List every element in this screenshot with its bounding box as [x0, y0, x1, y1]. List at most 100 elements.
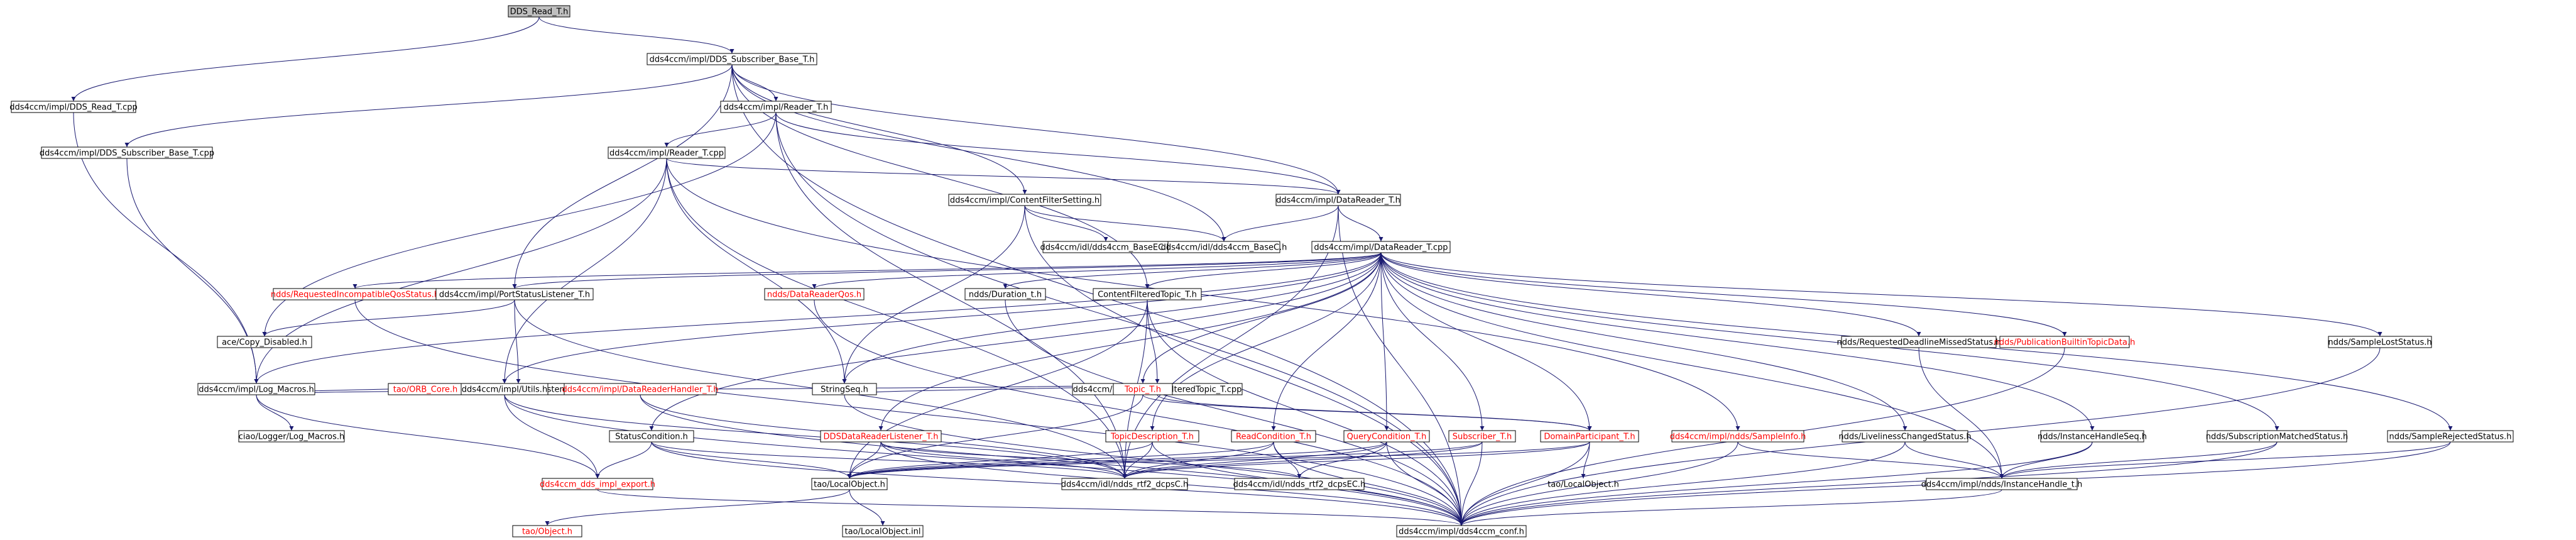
node-ndds-instancehandleseq-h[interactable]: ndds/InstanceHandleSeq.h	[2038, 430, 2147, 443]
edge-req_incompat-to-conf	[354, 299, 1464, 526]
edge-reader_cpp-to-sampleinfo	[666, 158, 1740, 431]
node-stringseq-h[interactable]: StringSeq.h	[812, 383, 877, 395]
node-ciao-logger-log-macros-h[interactable]: ciao/Logger/Log_Macros.h	[238, 430, 345, 443]
edge-dr_h-to-dr_cpp	[1338, 205, 1384, 242]
node-label: ReadCondition_T.h	[1236, 433, 1311, 442]
node-dds4ccm-impl-datareader-t-cpp[interactable]: dds4ccm/impl/DataReader_T.cpp	[1311, 241, 1451, 253]
node-dds4ccm-impl-reader-t-h[interactable]: dds4ccm/impl/Reader_T.h	[720, 101, 832, 113]
node-dds4ccm-idl-dds4ccm-basec-h[interactable]: dds4ccm/idl/dds4ccm_BaseC.h	[1161, 241, 1287, 253]
edge-psl_h-to-psl_cpp	[514, 299, 521, 384]
edge-drh-to-conf	[640, 394, 1464, 526]
node-dds4ccm-idl-dds4ccm-baseec-h[interactable]: dds4ccm/idl/dds4ccm_BaseEC.h	[1040, 241, 1172, 253]
edge-psl_h-to-copy_disabled	[262, 299, 515, 337]
node-topic-t-h[interactable]: Topic_T.h	[1113, 383, 1173, 395]
edge-query_cond-to-tao_lo	[847, 441, 1387, 479]
node-ddsdatareaderlistener-t-h[interactable]: DDSDataReaderListener_T.h	[820, 430, 942, 443]
edge-sub_matched-to-conf	[1459, 441, 2278, 526]
edge-dr_cpp-to-req_deadline	[1380, 252, 1921, 337]
node-statuscondition-h[interactable]: StatusCondition.h	[609, 430, 694, 443]
edge-liveliness-to-ih	[1904, 441, 2004, 479]
node-label: dds4ccm/impl/Utils.h	[462, 385, 547, 395]
node-box	[1275, 194, 1401, 206]
node-dds4ccm-impl-dds4ccm-conf-h[interactable]: dds4ccm/impl/dds4ccm_conf.h	[1396, 525, 1527, 537]
node-dds4ccm-impl-datareaderhandler-t-h[interactable]: dds4ccm/impl/DataReaderHandler_T.h	[562, 383, 719, 395]
edge-cft_h-to-conf	[1147, 299, 1464, 526]
node-dds4ccm-impl-dds-subscriber-base-t-cpp[interactable]: dds4ccm/impl/DDS_Subscriber_Base_T.cpp	[40, 146, 214, 159]
node-querycondition-t-h[interactable]: QueryCondition_T.h	[1343, 430, 1430, 443]
node-dds4ccm-idl-ndds-rtf2-dcpsec-h[interactable]: dds4ccm/idl/ndds_rtf2_dcpsEC.h	[1233, 478, 1366, 490]
edge-dr_cpp-to-read_cond	[1271, 252, 1382, 431]
edge-log_macros-to-ciao_logger	[256, 394, 294, 431]
edge-reader_cpp-to-utils	[502, 158, 667, 384]
node-box	[1061, 478, 1188, 490]
edge-dr_cpp-to-req_incompat	[352, 252, 1382, 289]
edge-read_cond-to-ndds_ec	[1273, 441, 1302, 479]
edge-topic_h-to-dp	[1142, 394, 1592, 431]
node-ndds-sampleloststatus-h[interactable]: ndds/SampleLostStatus.h	[2328, 336, 2432, 348]
edge-ihseq-to-conf	[1459, 441, 2093, 526]
node-label: ndds/SubscriptionMatchedStatus.h	[2206, 433, 2348, 442]
node-ndds-livelinesschangedstatus-h[interactable]: ndds/LivelinessChangedStatus.h	[1838, 430, 1972, 443]
node-ndds-duration-t-h[interactable]: ndds/Duration_t.h	[964, 288, 1046, 300]
node-dds4ccm-impl-utils-h[interactable]: dds4ccm/impl/Utils.h	[461, 383, 548, 395]
node-dds4ccm-impl-dds-subscriber-base-t-h[interactable]: dds4ccm/impl/DDS_Subscriber_Base_T.h	[647, 53, 817, 65]
node-label: DomainParticipant_T.h	[1544, 433, 1635, 442]
node-label: dds4ccm/impl/Reader_T.cpp	[609, 149, 724, 158]
node-box	[1671, 430, 1804, 443]
edge-tao_lo-to-tao_loinl	[849, 489, 885, 526]
node-label: ndds/InstanceHandleSeq.h	[2038, 433, 2147, 442]
edge-ih-to-conf	[1459, 489, 2002, 526]
node-contentfilteredtopic-t-h[interactable]: ContentFilteredTopic_T.h	[1093, 288, 1202, 300]
node-ndds-subscriptionmatchedstatus-h[interactable]: ndds/SubscriptionMatchedStatus.h	[2206, 430, 2348, 443]
node-label: tao/LocalObject.inl	[844, 527, 920, 537]
node-label: dds4ccm/impl/DDS_Subscriber_Base_T.h	[650, 55, 815, 65]
edge-topic_h-to-tao_lo	[847, 394, 1143, 479]
node-label: Subscriber_T.h	[1453, 433, 1512, 442]
node-label: tao/LocalObject.h	[814, 480, 885, 490]
node-box	[608, 146, 726, 159]
node-dds4ccm-impl-ndds-instancehandle-t-h[interactable]: dds4ccm/impl/ndds/InstanceHandle_t.h	[1921, 478, 2082, 490]
node-topicdescription-t-h[interactable]: TopicDescription_T.h	[1105, 430, 1199, 443]
node-box	[542, 478, 653, 490]
node-label: dds4ccm/impl/DDS_Subscriber_Base_T.cpp	[40, 149, 214, 158]
node-ace-copy-disabled-h[interactable]: ace/Copy_Disabled.h	[217, 336, 312, 348]
node-dds4ccm-impl-datareader-t-h[interactable]: dds4ccm/impl/DataReader_T.h	[1275, 194, 1401, 206]
node-box	[1093, 288, 1202, 300]
edge-dp-to-tao_lo	[847, 441, 1590, 479]
edge-read_cpp-to-log_macros	[73, 112, 259, 384]
node-ndds-samplerejectedstatus-h[interactable]: ndds/SampleRejectedStatus.h	[2387, 430, 2514, 443]
edge-subbase_h-to-basec	[731, 64, 1226, 242]
node-box	[512, 525, 582, 537]
node-dds4ccm-impl-reader-t-cpp[interactable]: dds4ccm/impl/Reader_T.cpp	[608, 146, 726, 159]
node-dds4ccm-impl-ndds-sampleinfo-h[interactable]: dds4ccm/impl/ndds/SampleInfo.h	[1670, 430, 1806, 443]
node-tao-orb-core-h[interactable]: tao/ORB_Core.h	[388, 383, 463, 395]
node-dds4ccm-impl-portstatuslistener-t-h[interactable]: dds4ccm/impl/PortStatusListener_T.h	[435, 288, 594, 300]
node-dds4ccm-dds-impl-export-h[interactable]: dds4ccm_dds_impl_export.h	[540, 478, 655, 490]
node-subscriber-t-h[interactable]: Subscriber_T.h	[1448, 430, 1516, 443]
node-dds4ccm-idl-ndds-rtf2-dcpsc-h[interactable]: dds4ccm/idl/ndds_rtf2_dcpsC.h	[1061, 478, 1188, 490]
node-ndds-requesteddeadlinemissedstatus-h[interactable]: ndds/RequestedDeadlineMissedStatus.h	[1836, 336, 2001, 348]
node-dds-read-t-h[interactable]: DDS_Read_T.h	[508, 5, 570, 18]
edge-cfs_h-to-strseq	[842, 205, 1025, 384]
node-box	[1105, 430, 1199, 443]
edge-status_cond-to-ndds_c	[651, 441, 1127, 479]
node-ndds-publicationbuiltintopicdata-h[interactable]: ndds/PublicationBuiltinTopicData.h	[1994, 336, 2136, 348]
node-tao-localobject-h[interactable]: tao/LocalObject.h	[811, 478, 888, 490]
node-domainparticipant-t-h[interactable]: DomainParticipant_T.h	[1540, 430, 1639, 443]
node-box	[764, 288, 865, 300]
node-tao-object-h[interactable]: tao/Object.h	[512, 525, 582, 537]
node-tao-localobject-inl[interactable]: tao/LocalObject.inl	[842, 525, 924, 537]
node-box	[2387, 430, 2514, 443]
node-box	[41, 146, 213, 159]
edge-subbase_cpp-to-log_macros	[126, 158, 259, 384]
node-label: dds4ccm/impl/PortStatusListener_T.h	[439, 290, 590, 300]
node-dds4ccm-impl-log-macros-h[interactable]: dds4ccm/impl/Log_Macros.h	[197, 383, 315, 395]
node-readcondition-t-h[interactable]: ReadCondition_T.h	[1231, 430, 1316, 443]
edge-subbase_h-to-cft_h	[731, 64, 1150, 289]
node-dds4ccm-impl-contentfiltersetting-h[interactable]: dds4ccm/impl/ContentFilterSetting.h	[948, 194, 1101, 206]
node-dds4ccm-impl-dds-read-t-cpp[interactable]: dds4ccm/impl/DDS_Read_T.cpp	[9, 101, 138, 113]
node-ndds-requestedincompatibleqosstatus-h[interactable]: ndds/RequestedIncompatibleQosStatus.h	[271, 288, 439, 300]
node-ndds-datareaderqos-h[interactable]: ndds/DataReaderQos.h	[764, 288, 865, 300]
edge-dr_cpp-to-status_cond	[649, 252, 1382, 431]
